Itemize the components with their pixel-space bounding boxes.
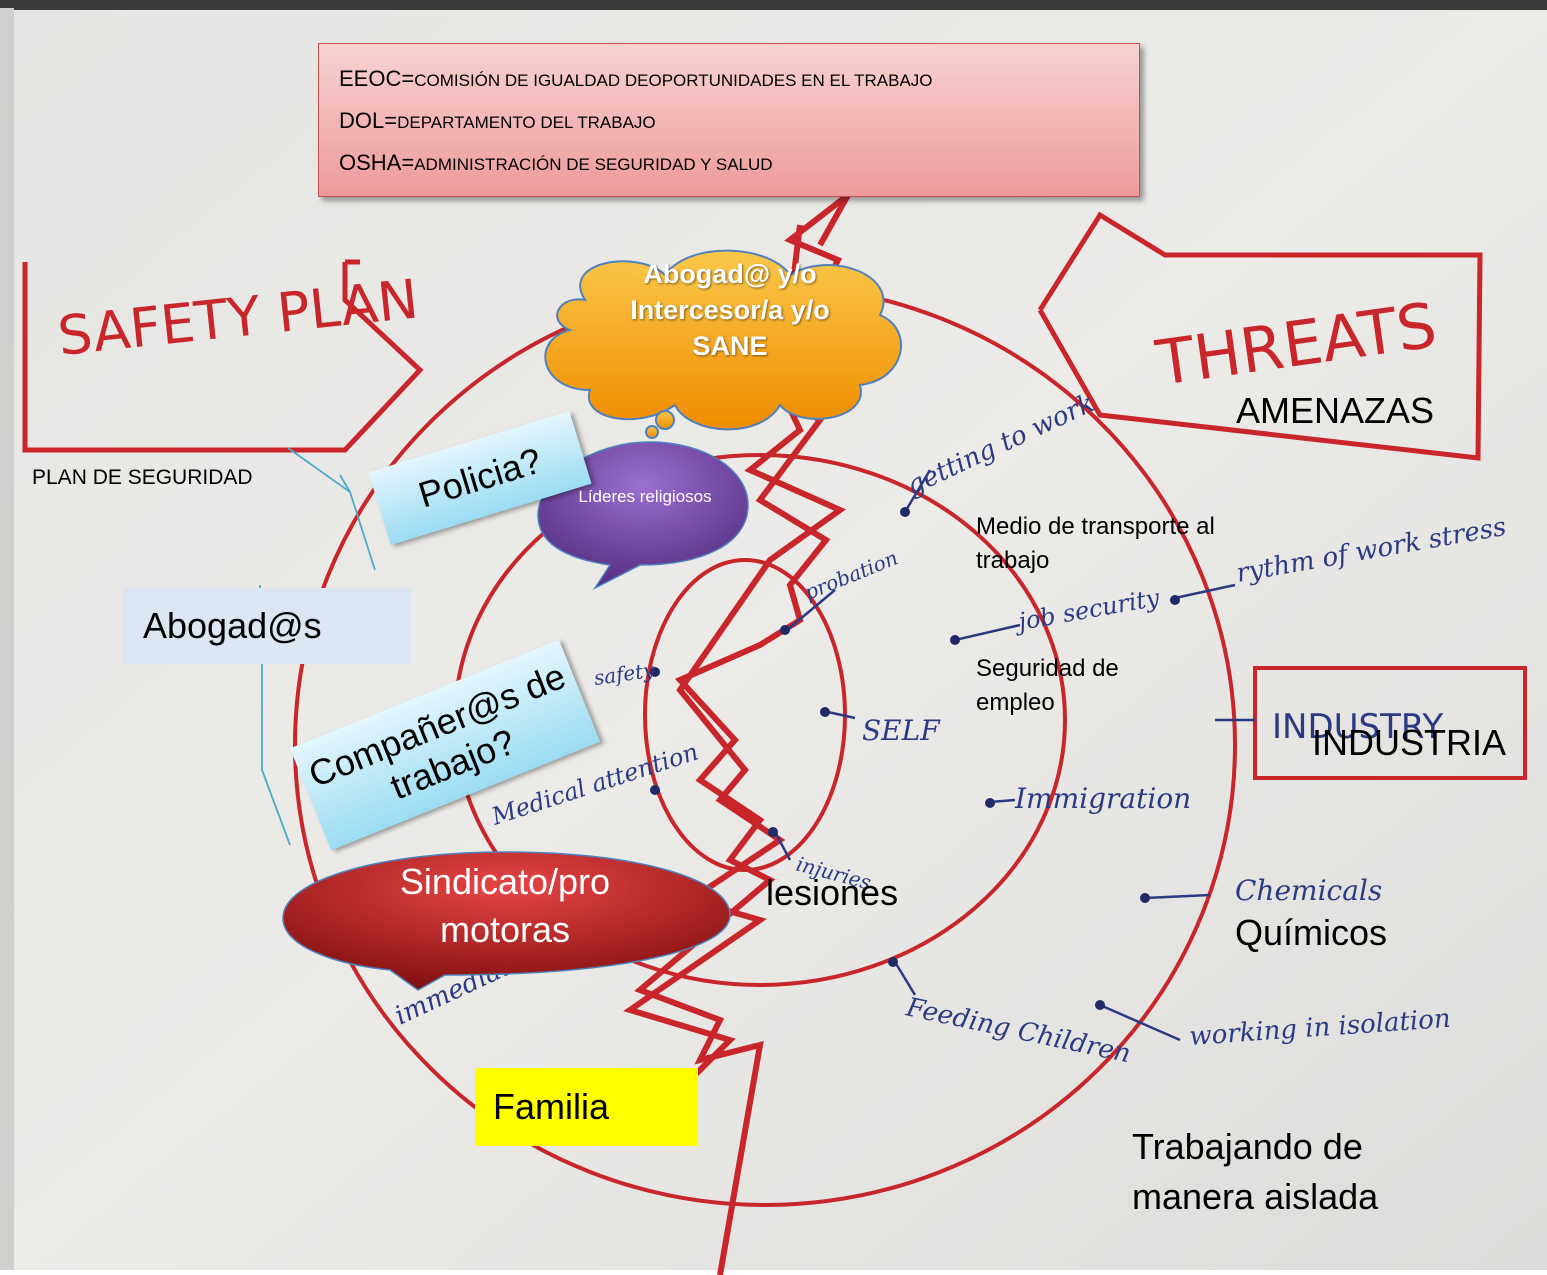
seguridad-empleo-label: Seguridad de empleo [976, 655, 1119, 716]
transporte-label: Medio de transporte al trabajo [976, 513, 1215, 574]
self-handwriting: SELF [862, 714, 941, 747]
sindicato-bubble [282, 851, 731, 991]
blue-ink-dots [650, 507, 1180, 1010]
top-shadow-band [0, 0, 1547, 10]
amenazas-label: AMENAZAS [1236, 390, 1435, 431]
legend-full: Departamento del trabajo [397, 113, 656, 132]
familia-text: Familia [493, 1086, 610, 1127]
legend-row-dol: DOL=Departamento del trabajo [339, 108, 656, 133]
legend-full: Comisión de igualdad deoportunidades en … [414, 71, 933, 90]
left-shadow [0, 8, 14, 1270]
abogados-box: Abogad@s [123, 588, 411, 664]
threats-arrow [1037, 211, 1483, 461]
industria-label: INDUSTRIA [1312, 722, 1507, 763]
lideres-text: Líderes religiosos [578, 487, 712, 506]
abogado-cloud-callout [544, 249, 903, 439]
safety-plan-arrow [22, 259, 424, 453]
sindicato-text: Sindicato/pro motoras [399, 861, 611, 950]
legend-row-osha: OSHA=Administración de seguridad y salud [339, 150, 773, 175]
legend-row-eeoc: EEOC=Comisión de igualdad deoportunidade… [339, 66, 933, 91]
abogado-cloud-text: Abogad@ y/o Intercesor/a y/o SANE [630, 259, 830, 361]
legend-abbr: EEOC [339, 66, 402, 91]
legend-full: Administración de seguridad y salud [414, 155, 773, 174]
blue-ink-lines [773, 469, 1255, 1042]
chemicals-handwriting: Chemicals [1235, 874, 1382, 907]
familia-box: Familia [475, 1068, 698, 1146]
trabajando-aislada-label: Trabajando de manera aislada [1132, 1126, 1379, 1217]
acronym-legend: EEOC=Comisión de igualdad deoportunidade… [318, 43, 1140, 197]
abogados-text: Abogad@s [143, 605, 322, 646]
legend-abbr: OSHA [339, 150, 402, 175]
quimicos-label: Químicos [1235, 912, 1388, 953]
industry-handwriting: INDUSTRY [1272, 707, 1443, 747]
industry-box [1253, 666, 1527, 780]
lesiones-label: lesiones [766, 872, 899, 913]
immigration-handwriting: Immigration [1014, 782, 1191, 815]
legend-abbr: DOL [339, 108, 385, 133]
plan-de-seguridad-label: PLAN DE SEGURIDAD [32, 466, 253, 489]
